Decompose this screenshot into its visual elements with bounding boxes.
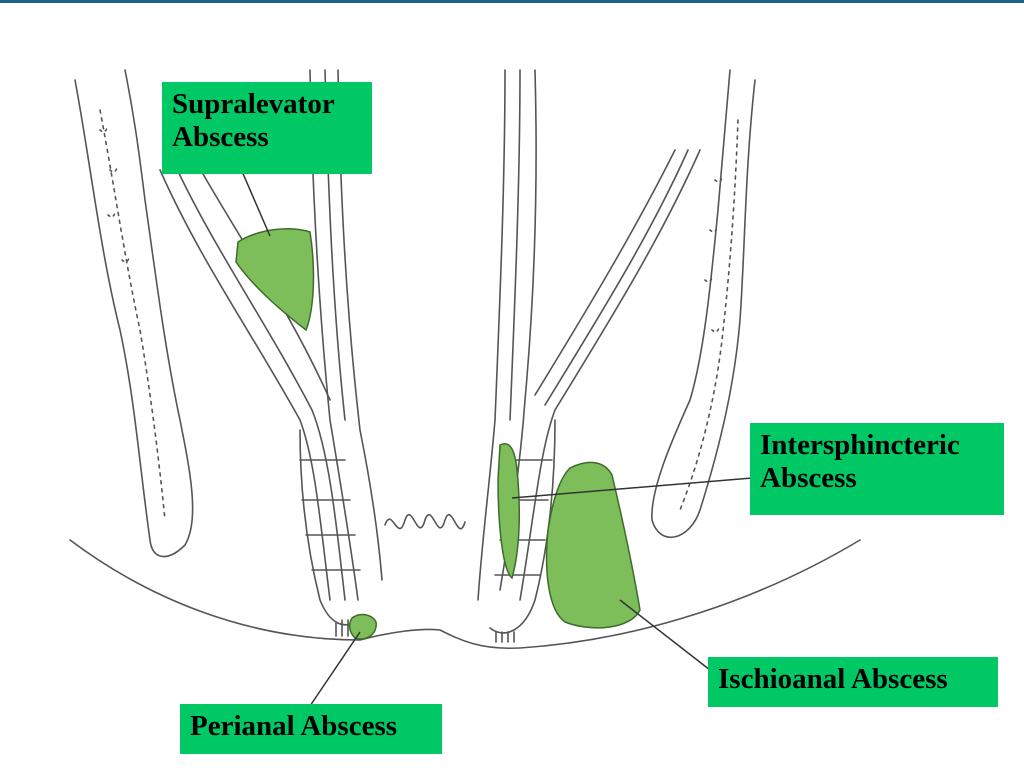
ischioanal-leader — [619, 599, 711, 671]
intersphincteric-label-line1: Intersphincteric — [760, 429, 960, 461]
anal-crypts — [384, 513, 466, 530]
supralevator-abscess-label: Supralevator Abscess — [162, 82, 372, 174]
intersphincteric-abscess — [497, 443, 521, 580]
ischioanal-abscess — [545, 461, 641, 629]
ischioanal-abscess-label: Ischioanal Abscess — [708, 657, 998, 707]
intersphincteric-label-line2: Abscess — [760, 462, 857, 494]
supralevator-leader — [237, 161, 271, 237]
top-rule — [0, 0, 1024, 3]
intersphincteric-abscess-label: Intersphincteric Abscess — [750, 423, 1004, 515]
supralevator-label-line1: Supralevator — [172, 88, 335, 120]
intersphincteric-leader — [511, 477, 753, 499]
supralevator-label-line2: Abscess — [172, 121, 269, 153]
perineal-skin — [69, 539, 861, 650]
supralevator-abscess — [235, 228, 315, 332]
perianal-leader — [309, 631, 361, 707]
perianal-abscess — [348, 613, 377, 640]
right-levator — [519, 149, 701, 601]
left-pelvic-bone — [74, 69, 194, 558]
right-rectal-wall — [477, 69, 506, 601]
ischioanal-label-text: Ischioanal Abscess — [718, 663, 948, 695]
right-pelvic-bone — [651, 69, 756, 539]
perianal-abscess-label: Perianal Abscess — [180, 704, 442, 754]
perianal-label-text: Perianal Abscess — [190, 710, 398, 742]
left-levator — [159, 169, 331, 601]
